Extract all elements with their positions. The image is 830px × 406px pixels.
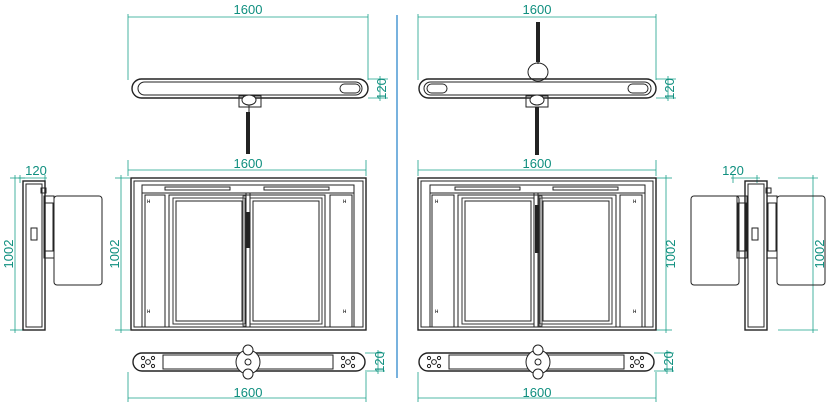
dim-width-bottom-left: 1600	[234, 385, 263, 400]
dim-side-height-left: 1002	[1, 240, 16, 269]
top-plan-view-left: 1600 120	[127, 2, 389, 154]
dim-width-front-left: 1600	[234, 156, 263, 171]
side-view-right: 120 1002	[690, 163, 827, 333]
dim-height-bottom-right: 120	[661, 351, 676, 373]
dim-height-top-left: 120	[374, 78, 389, 100]
svg-text:н: н	[435, 199, 438, 205]
svg-text:н: н	[147, 199, 150, 205]
bottom-view-right: 120 1600	[417, 344, 676, 402]
svg-text:н: н	[633, 199, 636, 205]
dim-height-front-left: 1002	[107, 240, 122, 269]
front-view-right: 1600 1002 н н н н	[417, 156, 678, 333]
dim-width-top-right: 1600	[523, 2, 552, 17]
svg-text:н: н	[343, 199, 346, 205]
dim-side-height-right: 1002	[812, 240, 827, 269]
dim-height-front-right: 1002	[663, 240, 678, 269]
dim-side-width-right: 120	[722, 163, 744, 178]
dim-height-bottom-left: 120	[372, 351, 387, 373]
dim-width-top-left: 1600	[234, 2, 263, 17]
dim-side-width-left: 120	[25, 163, 47, 178]
bottom-view-left: 120 1600	[127, 344, 387, 402]
dim-width-front-right: 1600	[523, 156, 552, 171]
svg-text:н: н	[147, 309, 150, 315]
side-view-left: 120 1002	[1, 163, 103, 333]
dim-height-top-right: 120	[662, 78, 677, 100]
svg-text:н: н	[343, 309, 346, 315]
top-plan-view-right: 1600 120	[417, 2, 677, 155]
front-view-left: 1600 1002 н н н н	[107, 156, 367, 333]
svg-text:н: н	[435, 309, 438, 315]
dim-width-bottom-right: 1600	[523, 385, 552, 400]
svg-text:н: н	[633, 309, 636, 315]
